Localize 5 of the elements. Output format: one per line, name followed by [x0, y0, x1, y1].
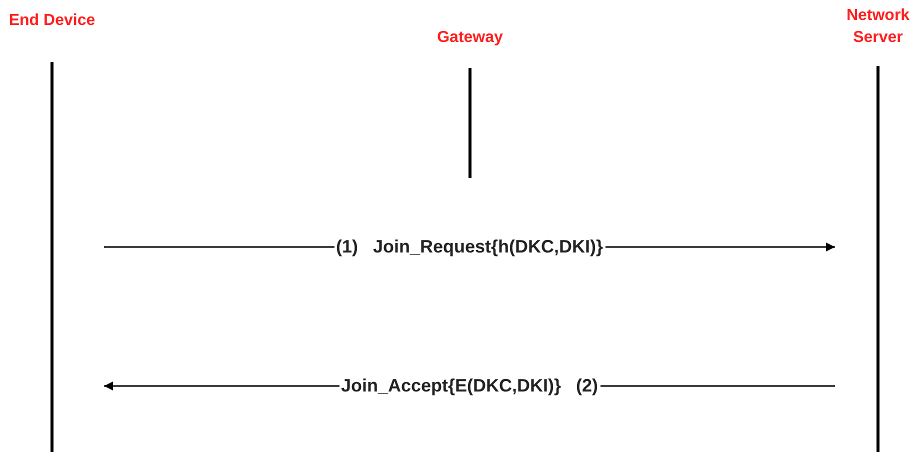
participant-label: Network Server [845, 6, 911, 48]
participant-label: End Device [8, 11, 96, 31]
participant-label: Gateway [436, 28, 504, 48]
edge-label: (1) Join_Request{h(DKC,DKI)} [334, 236, 606, 258]
edge-label: Join_Accept{E(DKC,DKI)} (2) [338, 376, 600, 396]
